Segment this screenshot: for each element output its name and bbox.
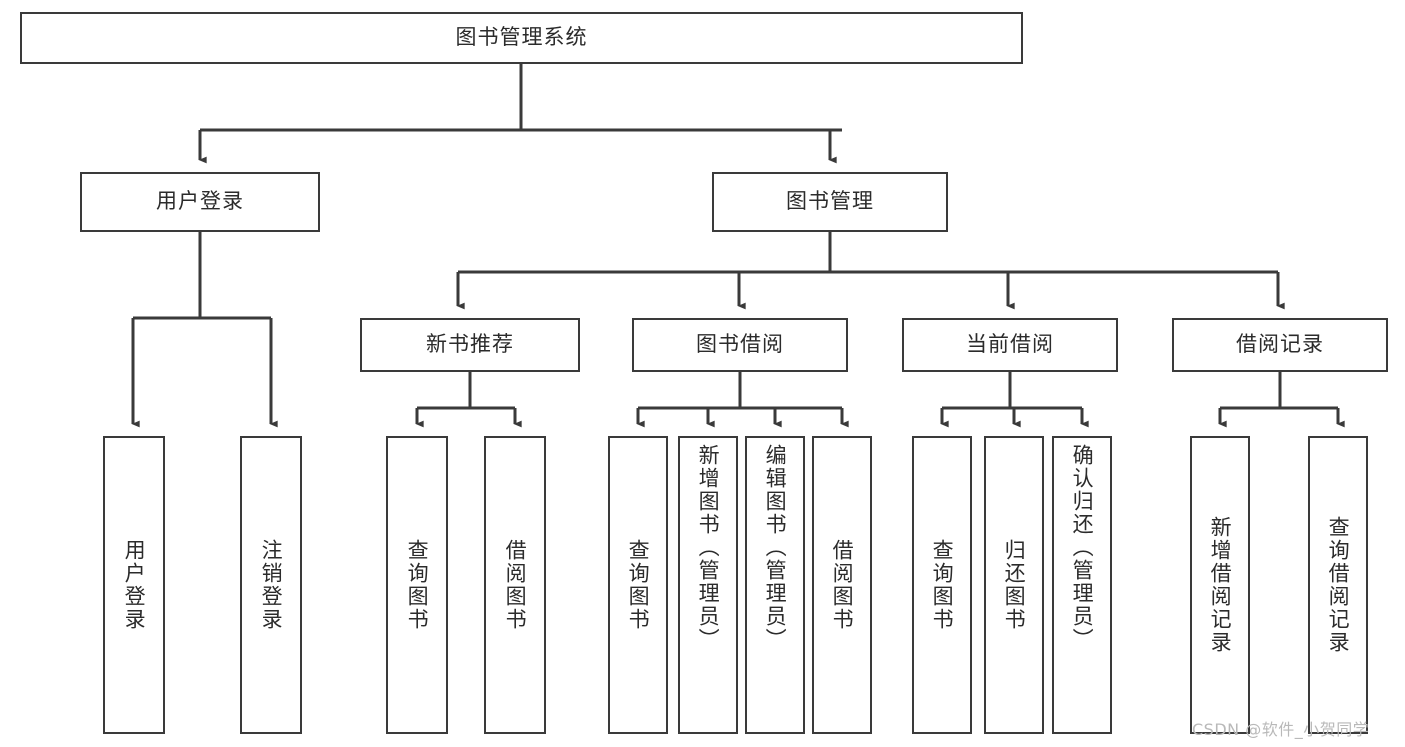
leaf-edit-book[interactable]: 编辑图书（管理员） <box>745 436 805 734</box>
node-root-label: 图书管理系统 <box>455 25 588 50</box>
leaf-user-logout[interactable]: 注销登录 <box>240 436 302 734</box>
node-borrow-record-label: 借阅记录 <box>1236 332 1324 357</box>
leaf-query-book-1[interactable]: 查询图书 <box>386 436 448 734</box>
leaf-return-book[interactable]: 归还图书 <box>984 436 1044 734</box>
leaf-query-record[interactable]: 查询借阅记录 <box>1308 436 1368 734</box>
leaf-add-book[interactable]: 新增图书（管理员） <box>678 436 738 734</box>
leaf-add-book-label: 新增图书（管理员） <box>696 444 721 651</box>
node-book-borrow[interactable]: 图书借阅 <box>632 318 848 372</box>
node-book-borrow-label: 图书借阅 <box>696 332 784 357</box>
node-user-login-label: 用户登录 <box>156 189 244 214</box>
leaf-query-book-3[interactable]: 查询图书 <box>912 436 972 734</box>
leaf-query-book-3-label: 查询图书 <box>930 539 955 631</box>
leaf-query-book-1-label: 查询图书 <box>405 539 430 631</box>
node-new-book-recommend-label: 新书推荐 <box>426 332 514 357</box>
node-root[interactable]: 图书管理系统 <box>20 12 1023 64</box>
node-book-manage[interactable]: 图书管理 <box>712 172 948 232</box>
node-current-borrow-label: 当前借阅 <box>966 332 1054 357</box>
node-borrow-record[interactable]: 借阅记录 <box>1172 318 1388 372</box>
node-current-borrow[interactable]: 当前借阅 <box>902 318 1118 372</box>
leaf-borrow-book-1-label: 借阅图书 <box>503 539 528 631</box>
leaf-return-book-label: 归还图书 <box>1002 539 1027 631</box>
leaf-user-logout-label: 注销登录 <box>259 539 284 631</box>
leaf-user-login-label: 用户登录 <box>122 539 147 631</box>
leaf-confirm-return[interactable]: 确认归还（管理员） <box>1052 436 1112 734</box>
node-new-book-recommend[interactable]: 新书推荐 <box>360 318 580 372</box>
leaf-borrow-book-1[interactable]: 借阅图书 <box>484 436 546 734</box>
leaf-query-book-2-label: 查询图书 <box>626 539 651 631</box>
leaf-borrow-book-2-label: 借阅图书 <box>830 539 855 631</box>
leaf-add-record-label: 新增借阅记录 <box>1208 516 1233 654</box>
csdn-watermark: CSDN @软件_小贺同学 <box>1192 720 1370 739</box>
leaf-user-login[interactable]: 用户登录 <box>103 436 165 734</box>
node-user-login[interactable]: 用户登录 <box>80 172 320 232</box>
leaf-edit-book-label: 编辑图书（管理员） <box>763 444 788 651</box>
leaf-add-record[interactable]: 新增借阅记录 <box>1190 436 1250 734</box>
leaf-query-record-label: 查询借阅记录 <box>1326 516 1351 654</box>
leaf-confirm-return-label: 确认归还（管理员） <box>1070 444 1095 651</box>
node-book-manage-label: 图书管理 <box>786 189 874 214</box>
leaf-borrow-book-2[interactable]: 借阅图书 <box>812 436 872 734</box>
leaf-query-book-2[interactable]: 查询图书 <box>608 436 668 734</box>
